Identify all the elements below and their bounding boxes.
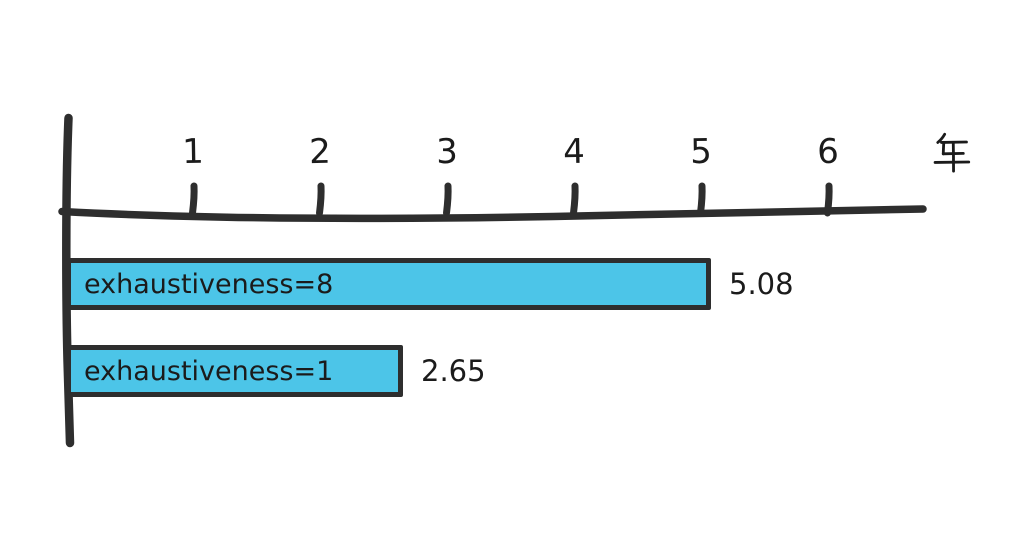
- y-axis-line: [62, 113, 75, 448]
- x-tick-label: 5: [689, 131, 713, 173]
- x-axis-unit-label: 年: [931, 131, 971, 173]
- x-tick-mark: [443, 182, 452, 217]
- x-tick-label: 2: [308, 131, 332, 173]
- bar-row-exhaustiveness-8: exhaustiveness=8 5.08: [66, 258, 794, 310]
- x-axis-line: [58, 205, 927, 223]
- x-tick-label: 6: [816, 131, 840, 173]
- bar-row-exhaustiveness-1: exhaustiveness=1 2.65: [66, 345, 486, 397]
- x-tick-mark: [316, 182, 325, 217]
- bar-label: exhaustiveness=1: [84, 355, 334, 387]
- x-axis-ticks: [189, 182, 833, 217]
- year-kanji-icon: [933, 132, 971, 173]
- bar-exhaustiveness-1: exhaustiveness=1: [66, 345, 403, 397]
- x-tick-mark: [189, 182, 198, 217]
- x-tick-mark: [570, 182, 579, 217]
- bar-exhaustiveness-8: exhaustiveness=8: [66, 258, 711, 310]
- bar-value-label: 5.08: [729, 267, 794, 301]
- bar-label: exhaustiveness=8: [84, 268, 334, 300]
- x-tick-label: 1: [181, 131, 205, 173]
- x-tick-mark: [697, 182, 706, 217]
- x-tick-mark: [824, 182, 833, 217]
- x-tick-label: 3: [435, 131, 459, 173]
- bar-value-label: 2.65: [421, 354, 486, 388]
- x-tick-label: 4: [562, 131, 586, 173]
